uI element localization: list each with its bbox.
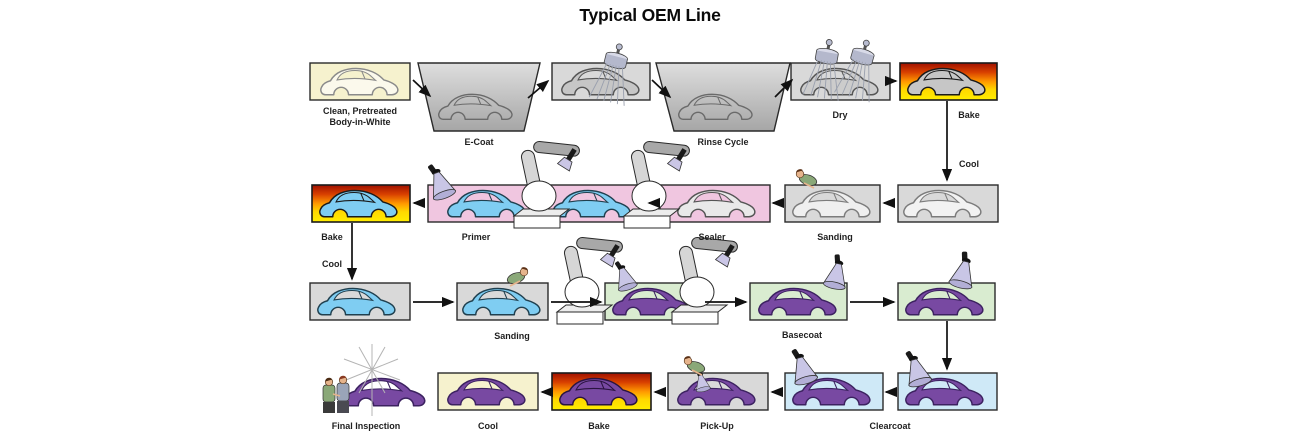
arrow-biw-to-ecoat [412,79,432,98]
label-biw-line1: Clean, Pretreated [322,106,398,116]
label-primer: Primer [461,232,491,242]
car-icons [317,67,986,407]
label-dry: Dry [832,110,848,120]
robot-arm-icon-basecoat-2 [671,236,740,325]
label-sanding-2: Sanding [494,331,530,341]
flow-arrows [346,75,953,398]
label-basecoat: Basecoat [781,330,823,340]
arrow-cycle-to-dry [774,78,794,98]
arrow-rinse-to-cycle [651,79,672,99]
label-bake-3: Bake [588,421,610,431]
label-rinse-cycle: Rinse Cycle [697,137,749,147]
label-bake-1: Bake [958,110,980,120]
label-sealer: Sealer [698,232,726,242]
label-cool-3: Cool [478,421,498,431]
stage-boxes-row1 [309,62,998,132]
arrow-ecoat-to-rinse [527,79,550,99]
label-pickup: Pick-Up [700,421,734,431]
worker-pickup-icon [683,355,708,376]
label-ecoat: E-Coat [464,137,494,147]
label-biw-line2: Body-in-White [329,116,391,127]
label-final-inspection: Final Inspection [331,421,401,431]
spray-gun-icon-primer [421,158,458,203]
inspectors-icon [322,374,350,414]
label-body-in-white: Clean, Pretreated Body-in-White [323,106,397,127]
label-sanding-1: Sanding [817,232,853,242]
label-cool-1: Cool [959,159,979,169]
label-clearcoat: Clearcoat [869,421,911,431]
page-title: Typical OEM Line [579,5,721,25]
label-bake-2: Bake [321,232,343,242]
label-cool-2: Cool [322,259,342,269]
